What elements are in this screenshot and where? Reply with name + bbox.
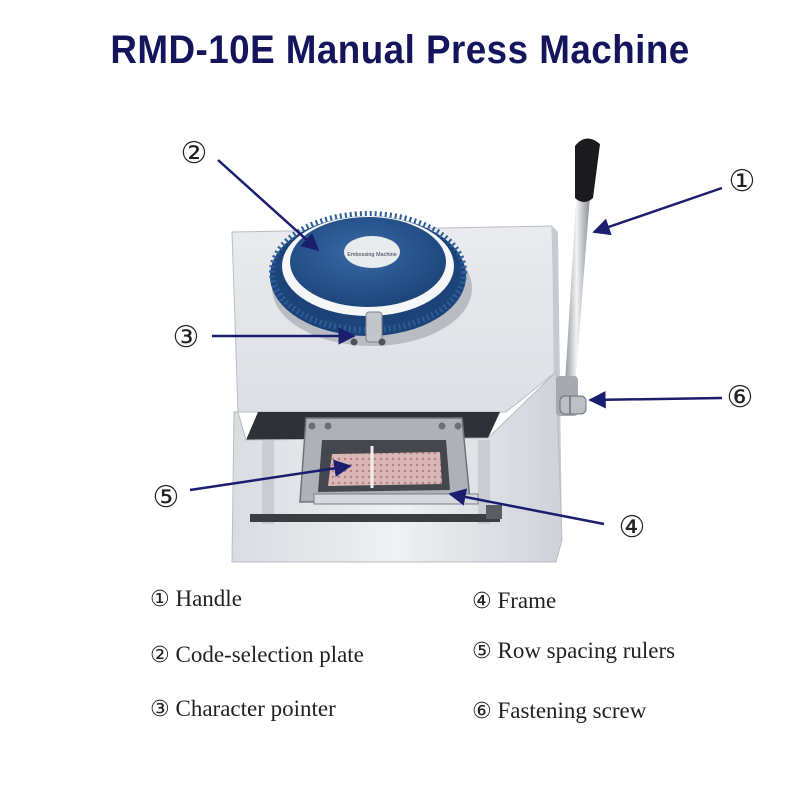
frame-screw bbox=[454, 422, 462, 430]
callout-arrow-4 bbox=[448, 488, 605, 526]
callout-number-6: ⑥ bbox=[727, 380, 754, 415]
character-pointer bbox=[350, 311, 386, 346]
fastening-screw bbox=[559, 395, 587, 415]
right-rail bbox=[478, 440, 490, 524]
track-lip bbox=[486, 505, 502, 519]
callout-number-3: ③ bbox=[173, 320, 200, 355]
callout-number-4: ④ bbox=[619, 510, 646, 545]
pointer-screw bbox=[378, 338, 386, 346]
callout-number-5: ⑤ bbox=[153, 480, 180, 515]
callout-arrow-6 bbox=[588, 391, 723, 409]
track-bottom bbox=[250, 514, 500, 522]
legend-text: Handle bbox=[175, 586, 242, 611]
legend-text: Row spacing rulers bbox=[497, 638, 676, 663]
legend-item: ⑤ Row spacing rulers bbox=[472, 638, 675, 664]
legend-number: ④ bbox=[472, 589, 492, 614]
pointer-screw bbox=[350, 338, 358, 346]
frame bbox=[299, 417, 479, 505]
legend-number: ③ bbox=[150, 697, 170, 722]
page-title: RMD-10E Manual Press Machine bbox=[110, 28, 690, 72]
legend-number: ⑥ bbox=[472, 699, 492, 724]
frame-screw bbox=[438, 422, 446, 430]
legend-text: Code-selection plate bbox=[175, 642, 364, 667]
row-spacing-grid bbox=[328, 452, 442, 486]
dial-rim-teeth bbox=[269, 211, 467, 333]
frame-screw bbox=[324, 422, 332, 430]
legend-number: ② bbox=[150, 643, 170, 668]
legend-item: ② Code-selection plate bbox=[150, 642, 364, 668]
callout-arrow-2 bbox=[217, 159, 320, 252]
dial-label-disc bbox=[344, 236, 400, 268]
legend-number: ⑤ bbox=[472, 639, 492, 664]
legend-text: Frame bbox=[497, 588, 557, 613]
pointer-tab bbox=[365, 311, 383, 343]
callout-number-2: ② bbox=[181, 136, 208, 171]
legend-text: Character pointer bbox=[175, 696, 336, 721]
screw-body bbox=[559, 395, 587, 415]
legend-item: ⑥ Fastening screw bbox=[472, 698, 646, 724]
frame-screw bbox=[308, 422, 316, 430]
legend-text: Fastening screw bbox=[497, 698, 647, 723]
callout-arrow-5 bbox=[189, 459, 352, 492]
handle-knob bbox=[575, 138, 600, 202]
legend-item: ④ Frame bbox=[472, 588, 556, 614]
callout-number-1: ① bbox=[729, 164, 756, 199]
handle-rod bbox=[564, 170, 592, 400]
legend-item: ③ Character pointer bbox=[150, 696, 336, 722]
legend-number: ① bbox=[150, 587, 170, 612]
legend-item: ① Handle bbox=[150, 586, 242, 612]
callout-arrow-1 bbox=[592, 186, 723, 236]
handle bbox=[556, 138, 600, 416]
left-rail bbox=[262, 440, 274, 524]
dial-label: Embossing Machine bbox=[347, 252, 397, 258]
